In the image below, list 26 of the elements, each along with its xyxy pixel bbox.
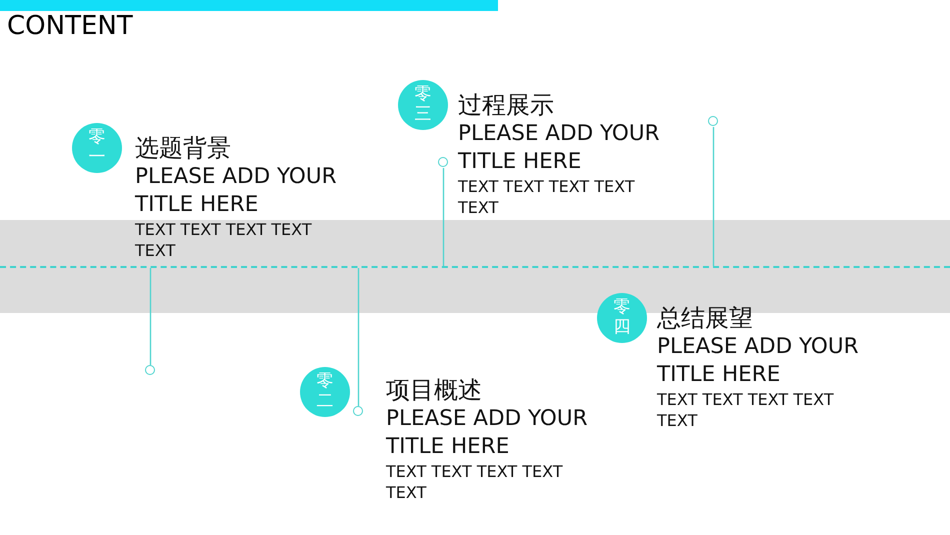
connector-line <box>712 127 714 266</box>
timeline-dashed-line <box>0 266 950 268</box>
section-heading: 过程展示 <box>458 90 555 120</box>
timeline-marker <box>353 406 363 416</box>
section-body-text: TEXT TEXT TEXT TEXT TEXT <box>458 176 636 218</box>
section-title: PLEASE ADD YOUR TITLE HERE <box>135 163 338 219</box>
page-title: CONTENT <box>7 10 133 42</box>
connector-line <box>150 268 152 365</box>
section-title: PLEASE ADD YOUR TITLE HERE <box>386 405 589 461</box>
number-badge: 零二 <box>300 367 350 417</box>
timeline-marker <box>145 365 155 375</box>
connector-line <box>442 168 444 266</box>
section-body-text: TEXT TEXT TEXT TEXT TEXT <box>386 461 564 503</box>
section-heading: 总结展望 <box>657 303 754 333</box>
section-title: PLEASE ADD YOUR TITLE HERE <box>458 120 661 176</box>
timeline-marker <box>708 116 718 126</box>
section-heading: 选题背景 <box>135 133 232 163</box>
section-body-text: TEXT TEXT TEXT TEXT TEXT <box>135 219 313 261</box>
section-body-text: TEXT TEXT TEXT TEXT TEXT <box>657 389 835 431</box>
timeline-marker <box>438 157 448 167</box>
number-badge: 零一 <box>72 123 122 173</box>
number-badge: 零三 <box>398 80 448 130</box>
section-heading: 项目概述 <box>386 375 483 405</box>
section-title: PLEASE ADD YOUR TITLE HERE <box>657 333 860 389</box>
connector-line <box>358 268 360 406</box>
number-badge: 零四 <box>597 293 647 343</box>
